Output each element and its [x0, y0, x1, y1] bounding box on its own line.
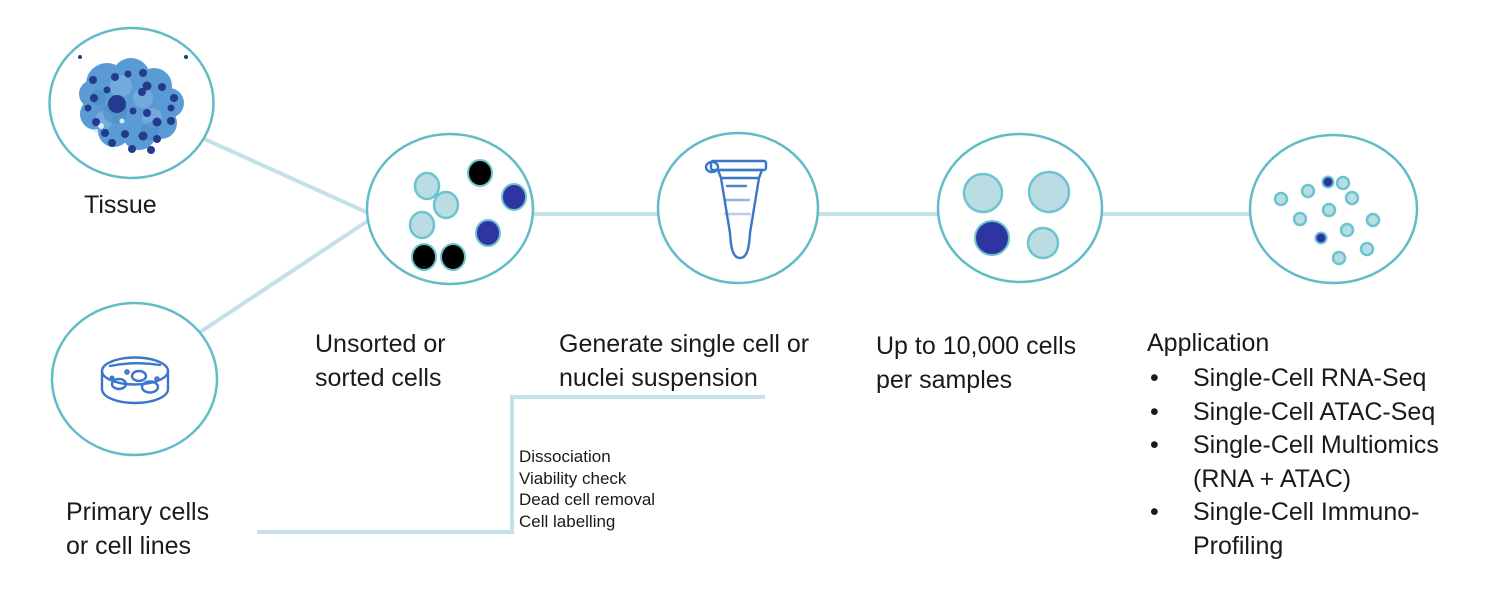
cell-dot — [413, 171, 441, 201]
application-heading: Application — [1147, 329, 1270, 357]
cell-dot — [1300, 183, 1316, 199]
cell-dot — [1321, 175, 1335, 189]
suspension-tube-circle — [656, 131, 820, 285]
application-list-item: Single-Cell Immuno- Profiling — [1147, 496, 1447, 563]
cell-dot — [408, 210, 436, 240]
cell-dot — [1335, 175, 1351, 191]
mixed-cells-icon — [408, 159, 527, 271]
petri-dish-icon — [100, 356, 170, 405]
cell-dot — [1321, 202, 1337, 218]
process-step: Viability check — [519, 468, 627, 488]
cell-dot — [1344, 190, 1360, 206]
process-step: Dead cell removal — [519, 490, 656, 510]
unsorted-cells-node — [365, 132, 535, 286]
cell-dot — [432, 190, 460, 220]
unsorted-cells-label: Unsorted or sorted cells — [315, 330, 446, 392]
capacity-circle — [936, 132, 1104, 284]
application-list: Single-Cell RNA-SeqSingle-Cell ATAC-SeqS… — [1147, 362, 1447, 563]
primary-cells-node — [50, 301, 219, 457]
cell-dot — [1273, 191, 1289, 207]
capacity-node — [936, 132, 1104, 284]
four-cells-icon — [962, 170, 1071, 260]
primary-cells-label: Primary cells or cell lines — [66, 498, 210, 560]
process-step: Cell labelling — [519, 512, 616, 532]
process-steps-bracket — [257, 395, 765, 534]
application-list-item: Single-Cell ATAC-Seq — [1147, 396, 1447, 430]
tissue-blob-icon — [78, 55, 188, 154]
application-list-item: Single-Cell RNA-Seq — [1147, 362, 1447, 396]
cell-dot — [962, 172, 1004, 214]
cell-dot — [501, 183, 527, 211]
cell-dot — [1026, 226, 1060, 260]
cell-dot — [411, 243, 437, 271]
microcentrifuge-tube-icon — [704, 159, 768, 260]
cell-dot — [1359, 241, 1375, 257]
application-block: Application Single-Cell RNA-SeqSingle-Ce… — [1147, 326, 1447, 563]
generate-suspension-label: Generate single cell or nuclei suspensio… — [559, 330, 810, 392]
cell-dot — [475, 219, 501, 247]
process-step: Dissociation — [519, 447, 611, 466]
tissue-node — [48, 26, 215, 180]
tissue-label: Tissue — [84, 191, 157, 219]
cell-dot — [1365, 212, 1381, 228]
cell-dot — [1027, 170, 1071, 214]
cell-dot — [1292, 211, 1308, 227]
cell-dot — [1331, 250, 1347, 266]
cell-dot — [974, 220, 1010, 256]
suspension-tube-node — [656, 131, 820, 285]
application-list-item: Single-Cell Multiomics (RNA + ATAC) — [1147, 429, 1447, 496]
capacity-label: Up to 10,000 cells per samples — [876, 332, 1077, 394]
suspension-cells-icon — [1273, 175, 1381, 266]
cell-dot — [440, 243, 466, 271]
application-node — [1248, 133, 1419, 285]
cell-dot — [1314, 231, 1328, 245]
cell-dot — [467, 159, 493, 187]
cell-dot — [1339, 222, 1355, 238]
